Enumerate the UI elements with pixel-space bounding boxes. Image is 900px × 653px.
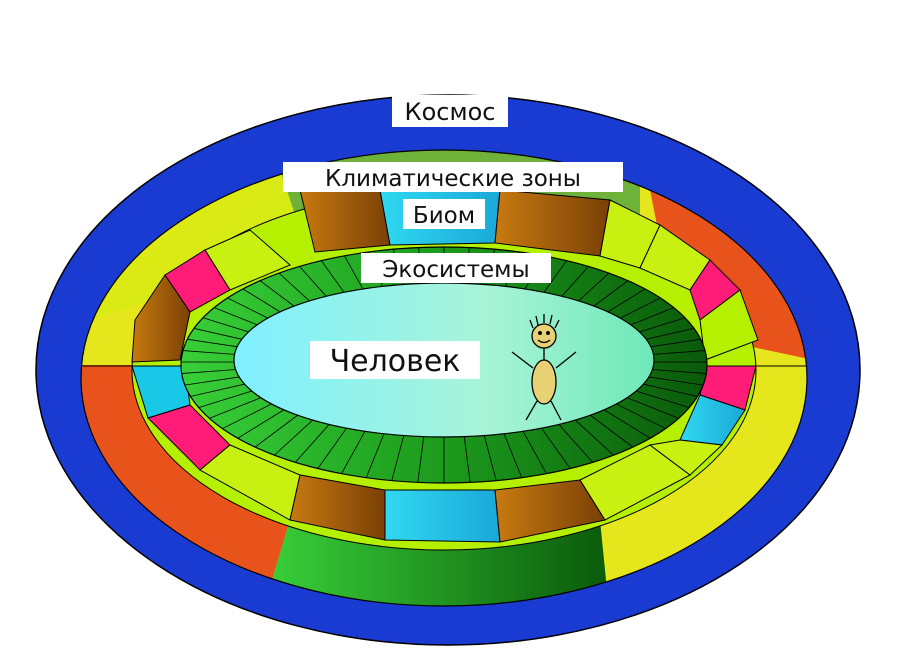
ecosystem-segment-divider (642, 348, 707, 356)
climate-bottom-segment (260, 520, 610, 606)
ecosystem-segment-divider (501, 428, 526, 483)
svg-text:Человек: Человек (330, 344, 461, 379)
human-figure-icon (511, 314, 577, 421)
ecosystems-label: Экосистемы (361, 253, 551, 283)
svg-text:Космос: Космос (405, 98, 496, 126)
ecosystem-segment-divider (585, 411, 643, 455)
ecosystem-segment-divider (181, 348, 246, 356)
ecosystem-segment-divider (642, 368, 707, 376)
ecosystem-segment-divider (227, 406, 290, 445)
ecosystem-segment-divider (336, 426, 368, 483)
ecosystem-segment-divider (537, 423, 577, 477)
svg-text:Климатические зоны: Климатические зоны (325, 166, 581, 192)
svg-text:Биом: Биом (413, 203, 475, 229)
ecosystem-segment-divider (311, 423, 351, 477)
climate-zones-label: Климатические зоны (283, 162, 623, 192)
ecosystem-segment-divider (482, 430, 499, 483)
ecosystem-segment-divider (570, 415, 622, 463)
ecosystem-segment-divider (520, 426, 552, 483)
ecosystem-segment-divider (554, 419, 600, 471)
space-label: Космос (392, 95, 508, 127)
ecosystem-segment-divider (389, 430, 406, 483)
ecosystem-segment-divider (181, 368, 246, 376)
svg-text:Экосистемы: Экосистемы (382, 257, 529, 283)
ecosystem-segment-divider (245, 411, 303, 455)
ecosystem-segment-divider (288, 419, 334, 471)
human-label: Человек (310, 341, 480, 379)
ecosystem-segment-divider (598, 406, 661, 445)
ecosystem-segment-divider (362, 428, 387, 483)
ecosystem-segment-divider (416, 431, 425, 483)
biome-label: Биом (403, 199, 485, 229)
ecosystem-segment-divider (266, 415, 318, 463)
ecosystem-segment-divider (463, 431, 472, 483)
